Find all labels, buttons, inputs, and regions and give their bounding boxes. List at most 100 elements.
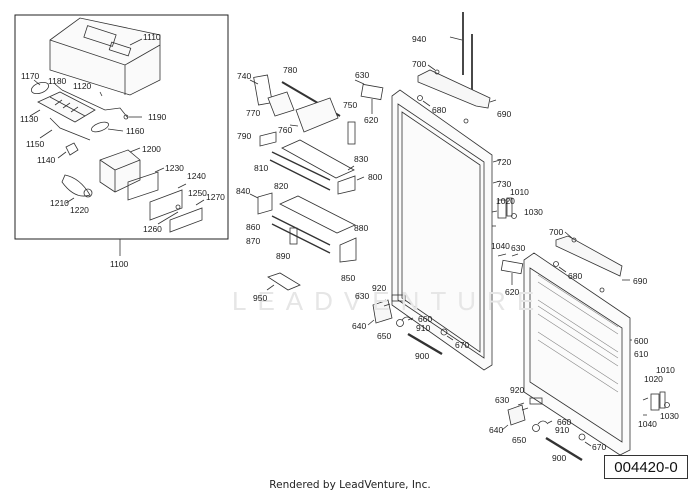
label-1120: 1120 xyxy=(73,81,92,91)
label-610: 610 xyxy=(634,349,649,359)
label-780: 780 xyxy=(283,65,298,75)
screw-lower xyxy=(599,287,605,293)
part-670-upper xyxy=(440,328,448,336)
label-1220: 1220 xyxy=(70,205,89,215)
label-660-a: 660 xyxy=(418,314,433,324)
part-920-lower xyxy=(529,397,543,405)
part-640-lower xyxy=(507,404,526,426)
part-1140 xyxy=(65,142,79,156)
label-1190: 1190 xyxy=(148,112,167,122)
label-1030-upper: 1030 xyxy=(524,207,543,217)
label-690-upper: 690 xyxy=(497,109,512,119)
label-670-a: 670 xyxy=(455,340,470,350)
part-800 xyxy=(337,175,356,195)
label-1110: 1110 xyxy=(143,32,161,42)
part-1020-lower xyxy=(650,393,660,411)
label-1130: 1130 xyxy=(20,114,39,124)
part-680-upper xyxy=(417,95,423,101)
part-650-lower xyxy=(532,424,540,432)
label-630-c: 630 xyxy=(355,291,370,301)
label-700-lower: 700 xyxy=(549,227,564,237)
label-750: 750 xyxy=(343,100,358,110)
part-700-upper xyxy=(434,69,440,75)
label-840: 840 xyxy=(236,186,251,196)
label-1240: 1240 xyxy=(187,171,206,181)
diagram-reference-number: 004420-0 xyxy=(604,455,688,479)
label-700-upper: 700 xyxy=(412,59,427,69)
label-1170: 1170 xyxy=(21,71,40,81)
part-880 xyxy=(279,195,356,234)
label-740: 740 xyxy=(237,71,252,81)
label-650-b: 650 xyxy=(512,435,527,445)
label-920-a: 920 xyxy=(372,283,387,293)
part-1210-lever xyxy=(61,174,91,197)
label-730: 730 xyxy=(497,179,512,189)
label-950: 950 xyxy=(253,293,268,303)
label-860: 860 xyxy=(246,222,261,232)
label-870: 870 xyxy=(246,236,261,246)
label-1030-lower: 1030 xyxy=(660,411,679,421)
part-1230-panel xyxy=(127,171,159,201)
part-680-lower xyxy=(553,261,559,267)
label-1020-lower: 1020 xyxy=(644,374,663,384)
label-620-b: 620 xyxy=(505,287,520,297)
label-1260: 1260 xyxy=(143,224,162,234)
part-770 xyxy=(267,91,295,117)
label-600: 600 xyxy=(634,336,649,346)
part-1130-ice-tray xyxy=(37,91,96,123)
label-650-a: 650 xyxy=(377,331,392,341)
part-700-lower xyxy=(571,237,577,243)
part-1190 xyxy=(123,114,129,120)
part-640-upper xyxy=(372,299,393,324)
label-680-lower: 680 xyxy=(568,271,583,281)
part-1110-housing xyxy=(49,17,161,96)
part-650-upper xyxy=(396,319,404,327)
part-1010-upper xyxy=(506,197,513,217)
part-690-hinge-upper xyxy=(417,69,491,109)
label-1200: 1200 xyxy=(142,144,161,154)
label-1040-upper: 1040 xyxy=(491,241,510,251)
part-860 xyxy=(271,215,331,246)
part-910-lower xyxy=(537,420,549,425)
watermark: LEADVENTURE xyxy=(232,286,546,316)
part-670-lower xyxy=(578,433,586,441)
part-900-lower xyxy=(545,436,583,462)
label-880: 880 xyxy=(354,223,369,233)
label-910-b: 910 xyxy=(555,425,570,435)
label-940: 940 xyxy=(412,34,427,44)
part-620-upper xyxy=(360,83,384,101)
part-900-upper xyxy=(407,332,443,356)
label-890: 890 xyxy=(276,251,291,261)
part-890 xyxy=(289,227,298,245)
part-810 xyxy=(271,151,331,181)
part-790 xyxy=(259,131,277,147)
part-750 xyxy=(347,121,356,145)
footer-credit: Rendered by LeadVenture, Inc. xyxy=(269,479,431,491)
label-1250: 1250 xyxy=(188,188,207,198)
part-1270-panel xyxy=(169,207,203,233)
label-630-d: 630 xyxy=(495,395,510,405)
label-820: 820 xyxy=(274,181,289,191)
label-1210: 1210 xyxy=(50,198,69,208)
part-840 xyxy=(257,192,273,215)
label-810: 810 xyxy=(254,163,269,173)
label-1160: 1160 xyxy=(126,126,145,136)
part-1220 xyxy=(83,188,93,198)
label-670-b: 670 xyxy=(592,442,607,452)
part-1180-wire xyxy=(61,89,129,119)
label-900-b: 900 xyxy=(552,453,567,463)
label-1010-lower: 1010 xyxy=(656,365,675,375)
label-690-lower: 690 xyxy=(633,276,648,286)
label-920-b: 920 xyxy=(510,385,525,395)
label-1040-lower: 1040 xyxy=(638,419,657,429)
part-950-egg-tray xyxy=(267,272,301,291)
label-660-b: 660 xyxy=(557,417,572,427)
lower-door-frame xyxy=(523,252,631,456)
part-1150 xyxy=(49,117,91,141)
label-640-a: 640 xyxy=(352,321,367,331)
part-1160 xyxy=(91,121,109,133)
part-1200-dispenser xyxy=(99,149,141,193)
part-740 xyxy=(253,74,273,106)
